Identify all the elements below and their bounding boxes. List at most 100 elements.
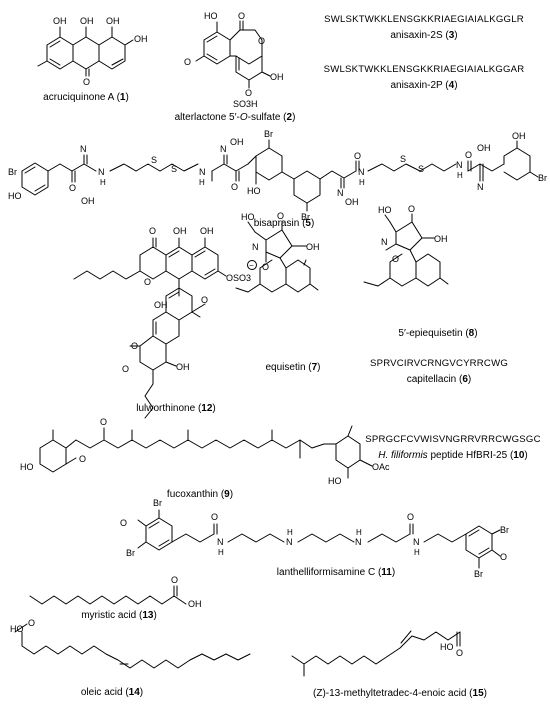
compound-name-italic: H. filiformis [378,450,428,461]
atom-label: O [238,11,245,21]
atom-label: O [122,364,129,374]
atom-label: N [381,237,388,247]
atom-label: N [217,537,224,547]
atom-label: OH [106,16,120,26]
compound-number: 8 [468,328,475,339]
atom-label: HO [440,642,454,652]
compound-name: (Z)-13-methyltetradec-4-enoic acid [313,688,467,699]
atom-label: OAc [372,462,390,472]
caption-compound-9: fucoxanthin (9) [166,489,234,500]
atom-label: O [79,454,86,464]
atom-label: HO [204,11,218,21]
structure-methyltetradecenoic-acid [291,630,461,677]
atom-label: H [100,178,106,187]
atom-label: O [258,36,265,46]
atom-label: H [414,548,420,557]
atom-label: N [98,167,105,177]
atom-label: Br [153,498,162,508]
caption-compound-15: (Z)-13-methyltetradec-4-enoic acid (15) [313,688,487,699]
caption-compound-7: equisetin (7) [265,362,321,373]
atom-label: O [69,183,76,193]
compound-number: 11 [381,567,392,578]
atom-label: N [220,144,227,154]
caption-compound-14: oleic acid (14) [80,687,144,698]
atom-label: N [477,182,484,192]
atom-label: N [252,242,259,252]
structure-fucoxanthin [39,425,373,479]
caption-compound-3: anisaxin-2S (3) [390,30,458,41]
atom-label: OH [270,72,284,82]
caption-compound-11: lanthelliformisamine C (11) [276,567,396,578]
structure-bisaprasin [21,139,539,212]
compound-number: 9 [224,489,230,500]
atom-label: N [358,167,365,177]
compound-name-italic: O [239,112,248,123]
compound-number: 13 [142,610,154,621]
atom-label: OH [188,599,202,609]
atom-label: S [418,164,424,174]
caption-compound-12: lulworthinone (12) [136,403,216,414]
atom-label: N [286,537,293,547]
compound-number: 14 [128,687,140,698]
atom-label: O [149,226,156,236]
atom-label: H [199,178,205,187]
structure-equisetin [235,220,319,293]
atom-label: O [262,262,269,272]
atom-label: S [151,155,157,165]
atom-label: H [359,178,365,187]
compound-number: 12 [201,403,213,414]
atom-label: OH [306,242,320,252]
structure-myristic-acid [29,585,187,605]
atom-label: S [171,164,177,174]
atom-label: Br [301,212,310,222]
atom-label: O [407,512,414,522]
atom-label: O [354,151,361,161]
caption-compound-1: acruciquinone A (1) [43,92,129,103]
compound-name: bisaprasin [253,218,300,229]
atom-label: N [456,160,463,170]
atom-label: O [245,88,252,98]
compound-name: lanthelliformisamine C [276,567,376,578]
atom-label: OH [53,16,67,26]
peptide-sequence-10: SPRGCFCVWISVNGRRVRRCWGSGC [365,434,541,445]
atom-label: O [456,648,463,658]
caption-compound-6: capitellacin (6) [406,374,472,385]
compound-name: lulworthinone [136,403,196,414]
atom-label: Br [500,525,509,535]
atom-label: N [199,167,206,177]
atom-label: O [83,77,90,87]
atom-label: OH [134,34,148,44]
atom-label: O [211,512,218,522]
atom-label: S [400,154,406,164]
caption-compound-10: H. filiformis peptide HfBRI-25 (10) [378,450,528,461]
atom-label: O [131,341,138,351]
atom-label: O [277,211,284,221]
structure-lulworthinone [73,237,227,419]
atom-label: O [231,182,238,192]
compound-number: 4 [448,80,455,91]
structure-oleic-acid [14,623,251,669]
atom-label: O [184,57,191,67]
atom-label: HO [8,191,22,201]
atom-label: H [457,171,463,180]
caption-compound-13: myristic acid (13) [81,610,157,621]
atom-label: Br [8,167,17,177]
compound-number: 1 [119,92,126,103]
structure-lanthelliformisamine-c [137,509,501,569]
atom-label: OH [154,300,168,310]
atom-label: O [144,277,151,287]
peptide-sequence-6: SPRVCIRVCRNGVCYRRCWG [370,358,508,369]
atom-label: N [413,537,420,547]
atom-label: HO [247,186,261,196]
atom-label: HO [328,476,342,486]
atom-label: OH [230,137,244,147]
atom-label: Br [474,569,483,579]
compound-name: fucoxanthin [166,489,219,500]
atom-label: O [120,518,127,528]
atom-label: Br [126,548,135,558]
atom-label: N [355,537,362,547]
caption-compound-5: bisaprasin (5) [253,218,315,229]
atom-label: OH [512,131,526,141]
atom-label: SO3H [233,99,258,109]
compound-name: anisaxin-2S [390,30,443,41]
